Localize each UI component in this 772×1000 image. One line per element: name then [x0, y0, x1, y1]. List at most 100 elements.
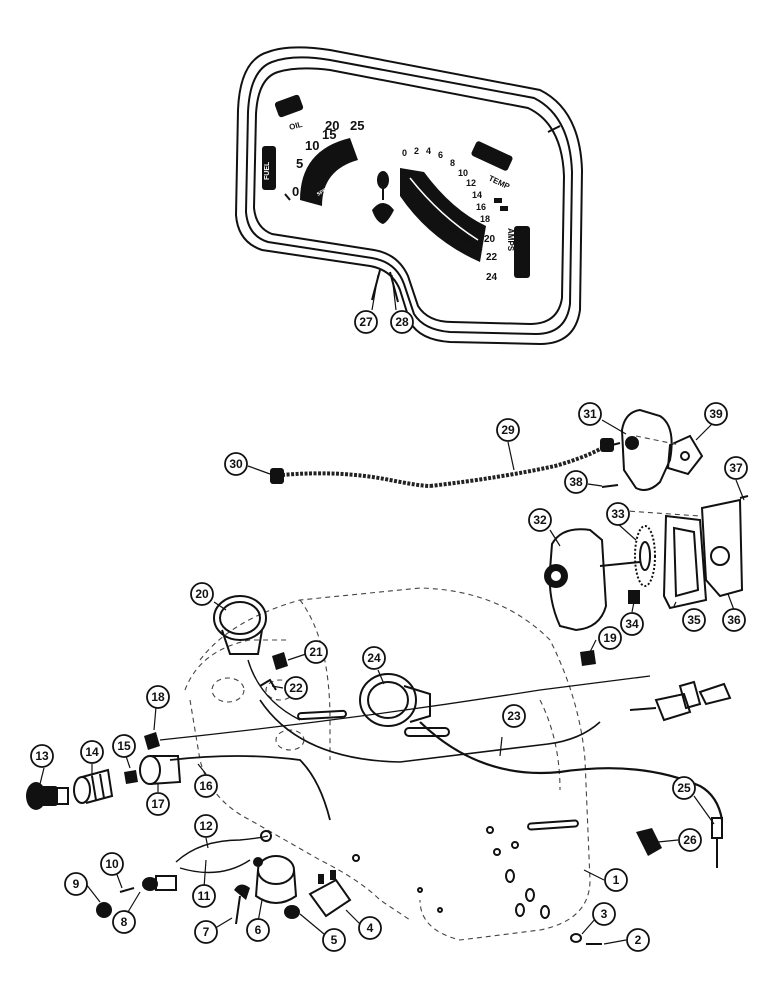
speedometer-cable — [270, 438, 614, 488]
svg-text:10: 10 — [305, 138, 319, 153]
callout-8: 8 — [112, 910, 136, 934]
svg-text:32: 32 — [533, 513, 547, 527]
svg-text:2: 2 — [414, 146, 419, 156]
svg-text:4: 4 — [426, 146, 431, 156]
tee-fitting — [629, 680, 732, 722]
svg-text:6: 6 — [438, 150, 443, 160]
svg-text:22: 22 — [289, 681, 303, 695]
callout-13: 13 — [30, 744, 54, 768]
svg-text:8: 8 — [450, 158, 455, 168]
oil-lamp-icon — [274, 94, 304, 118]
svg-text:0: 0 — [292, 184, 299, 199]
svg-text:14: 14 — [472, 190, 482, 200]
callout-6: 6 — [246, 918, 270, 942]
gasket-39 — [666, 434, 704, 476]
lighter-socket-14 — [73, 768, 114, 804]
callout-24: 24 — [362, 646, 386, 670]
svg-text:33: 33 — [611, 507, 625, 521]
callout-39: 39 — [704, 402, 728, 426]
ignition-switch-6 — [253, 855, 298, 904]
speed-ticks: 0 5 10 15 20 25 — [292, 118, 364, 199]
svg-text:16: 16 — [199, 779, 213, 793]
svg-text:22: 22 — [486, 252, 498, 263]
callout-26: 26 — [678, 828, 702, 852]
fitting-21 — [272, 652, 288, 670]
svg-text:17: 17 — [151, 797, 165, 811]
ignition-key-7 — [234, 884, 250, 925]
callout-20: 20 — [190, 582, 214, 606]
svg-text:24: 24 — [486, 272, 498, 283]
callout-12: 12 — [194, 814, 218, 838]
rpm-ticks: 0 2 4 6 8 10 12 14 16 18 20 22 24 — [402, 146, 498, 283]
svg-text:5: 5 — [331, 933, 338, 947]
svg-text:37: 37 — [729, 461, 743, 475]
callout-7: 7 — [194, 920, 218, 944]
svg-text:27: 27 — [359, 315, 373, 329]
svg-text:35: 35 — [687, 613, 701, 627]
button-5 — [284, 905, 300, 919]
callout-14: 14 — [80, 740, 104, 764]
callout-1: 1 — [604, 868, 628, 892]
washer-3 — [570, 933, 582, 943]
callout-30: 30 — [224, 452, 248, 476]
svg-text:1: 1 — [613, 873, 620, 887]
svg-text:18: 18 — [151, 690, 165, 704]
temp-label: TEMP — [487, 174, 512, 192]
light-switch-8 — [142, 875, 177, 891]
panel-holes — [352, 826, 550, 919]
callout-2: 2 — [626, 928, 650, 952]
clip-19 — [580, 650, 596, 666]
svg-text:3: 3 — [601, 907, 608, 921]
svg-text:15: 15 — [322, 127, 336, 142]
amps-label: AMPS — [506, 228, 515, 252]
svg-text:36: 36 — [727, 613, 741, 627]
starter-switch-4 — [308, 870, 352, 918]
callout-36: 36 — [722, 608, 746, 632]
callout-3: 3 — [592, 902, 616, 926]
callout-35: 35 — [682, 608, 706, 632]
wire-18 — [159, 675, 651, 741]
speedometer-band — [300, 138, 358, 206]
svg-text:31: 31 — [583, 407, 597, 421]
svg-text:25: 25 — [350, 118, 364, 133]
bushing-34 — [628, 590, 640, 604]
callout-31: 31 — [578, 402, 602, 426]
svg-text:23: 23 — [507, 709, 521, 723]
svg-text:20: 20 — [484, 234, 496, 245]
svg-text:12: 12 — [199, 819, 213, 833]
svg-text:39: 39 — [709, 407, 723, 421]
leader-lines — [39, 274, 745, 945]
gauge-24 — [359, 673, 431, 727]
svg-text:19: 19 — [603, 631, 617, 645]
svg-text:10: 10 — [105, 857, 119, 871]
callout-32: 32 — [528, 508, 552, 532]
svg-text:12: 12 — [466, 178, 476, 188]
sender-housing-32 — [544, 528, 641, 632]
wire-11 — [179, 859, 251, 874]
wire-16 — [169, 755, 331, 821]
svg-text:20: 20 — [325, 118, 339, 133]
amps-gauge-icon — [514, 226, 530, 278]
callout-16: 16 — [194, 774, 218, 798]
svg-text:14: 14 — [85, 745, 99, 759]
callout-22: 22 — [284, 676, 308, 700]
svg-text:24: 24 — [367, 651, 381, 665]
svg-text:25: 25 — [677, 781, 691, 795]
gauge-20 — [213, 595, 267, 655]
callout-19: 19 — [598, 626, 622, 650]
callout-17: 17 — [146, 792, 170, 816]
tube-23 — [259, 699, 601, 763]
callout-9: 9 — [64, 872, 88, 896]
svg-text:13: 13 — [35, 749, 49, 763]
svg-text:9: 9 — [73, 877, 80, 891]
instrument-cluster: OIL FUEL 0 5 10 15 20 25 SPEED IN MPH 0 … — [234, 46, 584, 346]
svg-text:18: 18 — [480, 214, 490, 224]
nut-15 — [124, 770, 138, 784]
svg-text:4: 4 — [367, 921, 374, 935]
callout-21: 21 — [304, 640, 328, 664]
svg-text:34: 34 — [625, 617, 639, 631]
svg-text:20: 20 — [195, 587, 209, 601]
svg-text:26: 26 — [683, 833, 697, 847]
